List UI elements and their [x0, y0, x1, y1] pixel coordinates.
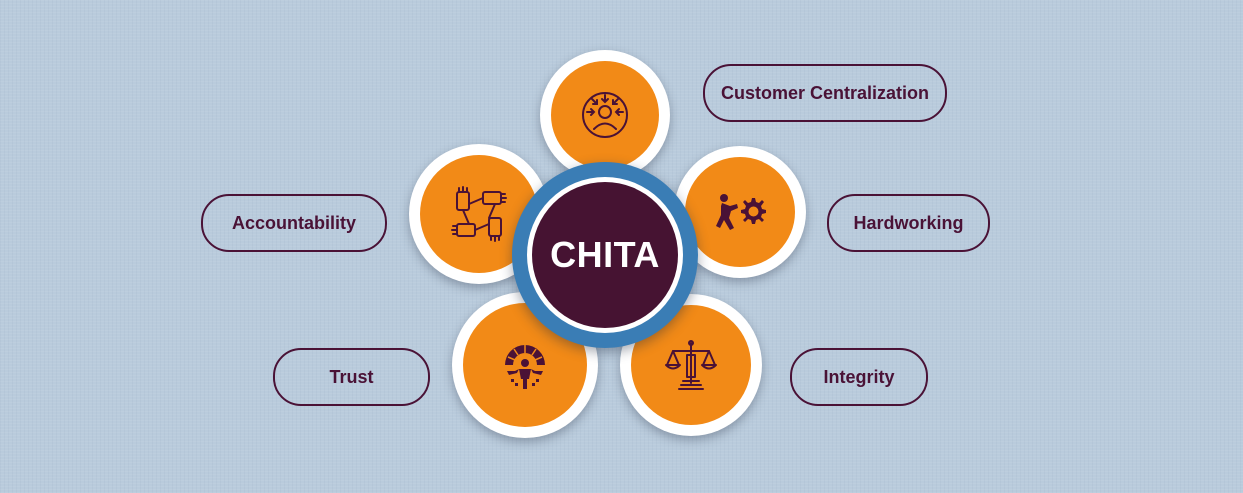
petal-customer-centralization-fill: [551, 61, 659, 169]
label-trust: Trust: [273, 348, 430, 406]
central-hub-ring: CHITA: [512, 162, 698, 348]
person-pushing-gear-icon: [716, 194, 766, 230]
central-hub-border: CHITA: [527, 177, 683, 333]
central-hub: CHITA: [532, 182, 678, 328]
label-accountability: Accountability: [201, 194, 387, 252]
petal-customer-centralization: [540, 50, 670, 180]
customer-focus-icon: [582, 92, 628, 138]
petal-accountability-fill: [420, 155, 538, 273]
petal-integrity: [620, 294, 762, 436]
scales-of-justice-icon: [665, 340, 717, 390]
petal-trust: [452, 292, 598, 438]
label-customer-centralization: Customer Centralization: [703, 64, 947, 122]
petal-hardworking-fill: [685, 157, 795, 267]
label-integrity: Integrity: [790, 348, 928, 406]
protected-person-icon: [505, 345, 545, 389]
linked-hands-icon: [451, 186, 507, 242]
hub-title: CHITA: [550, 234, 660, 275]
label-hardworking: Hardworking: [827, 194, 990, 252]
